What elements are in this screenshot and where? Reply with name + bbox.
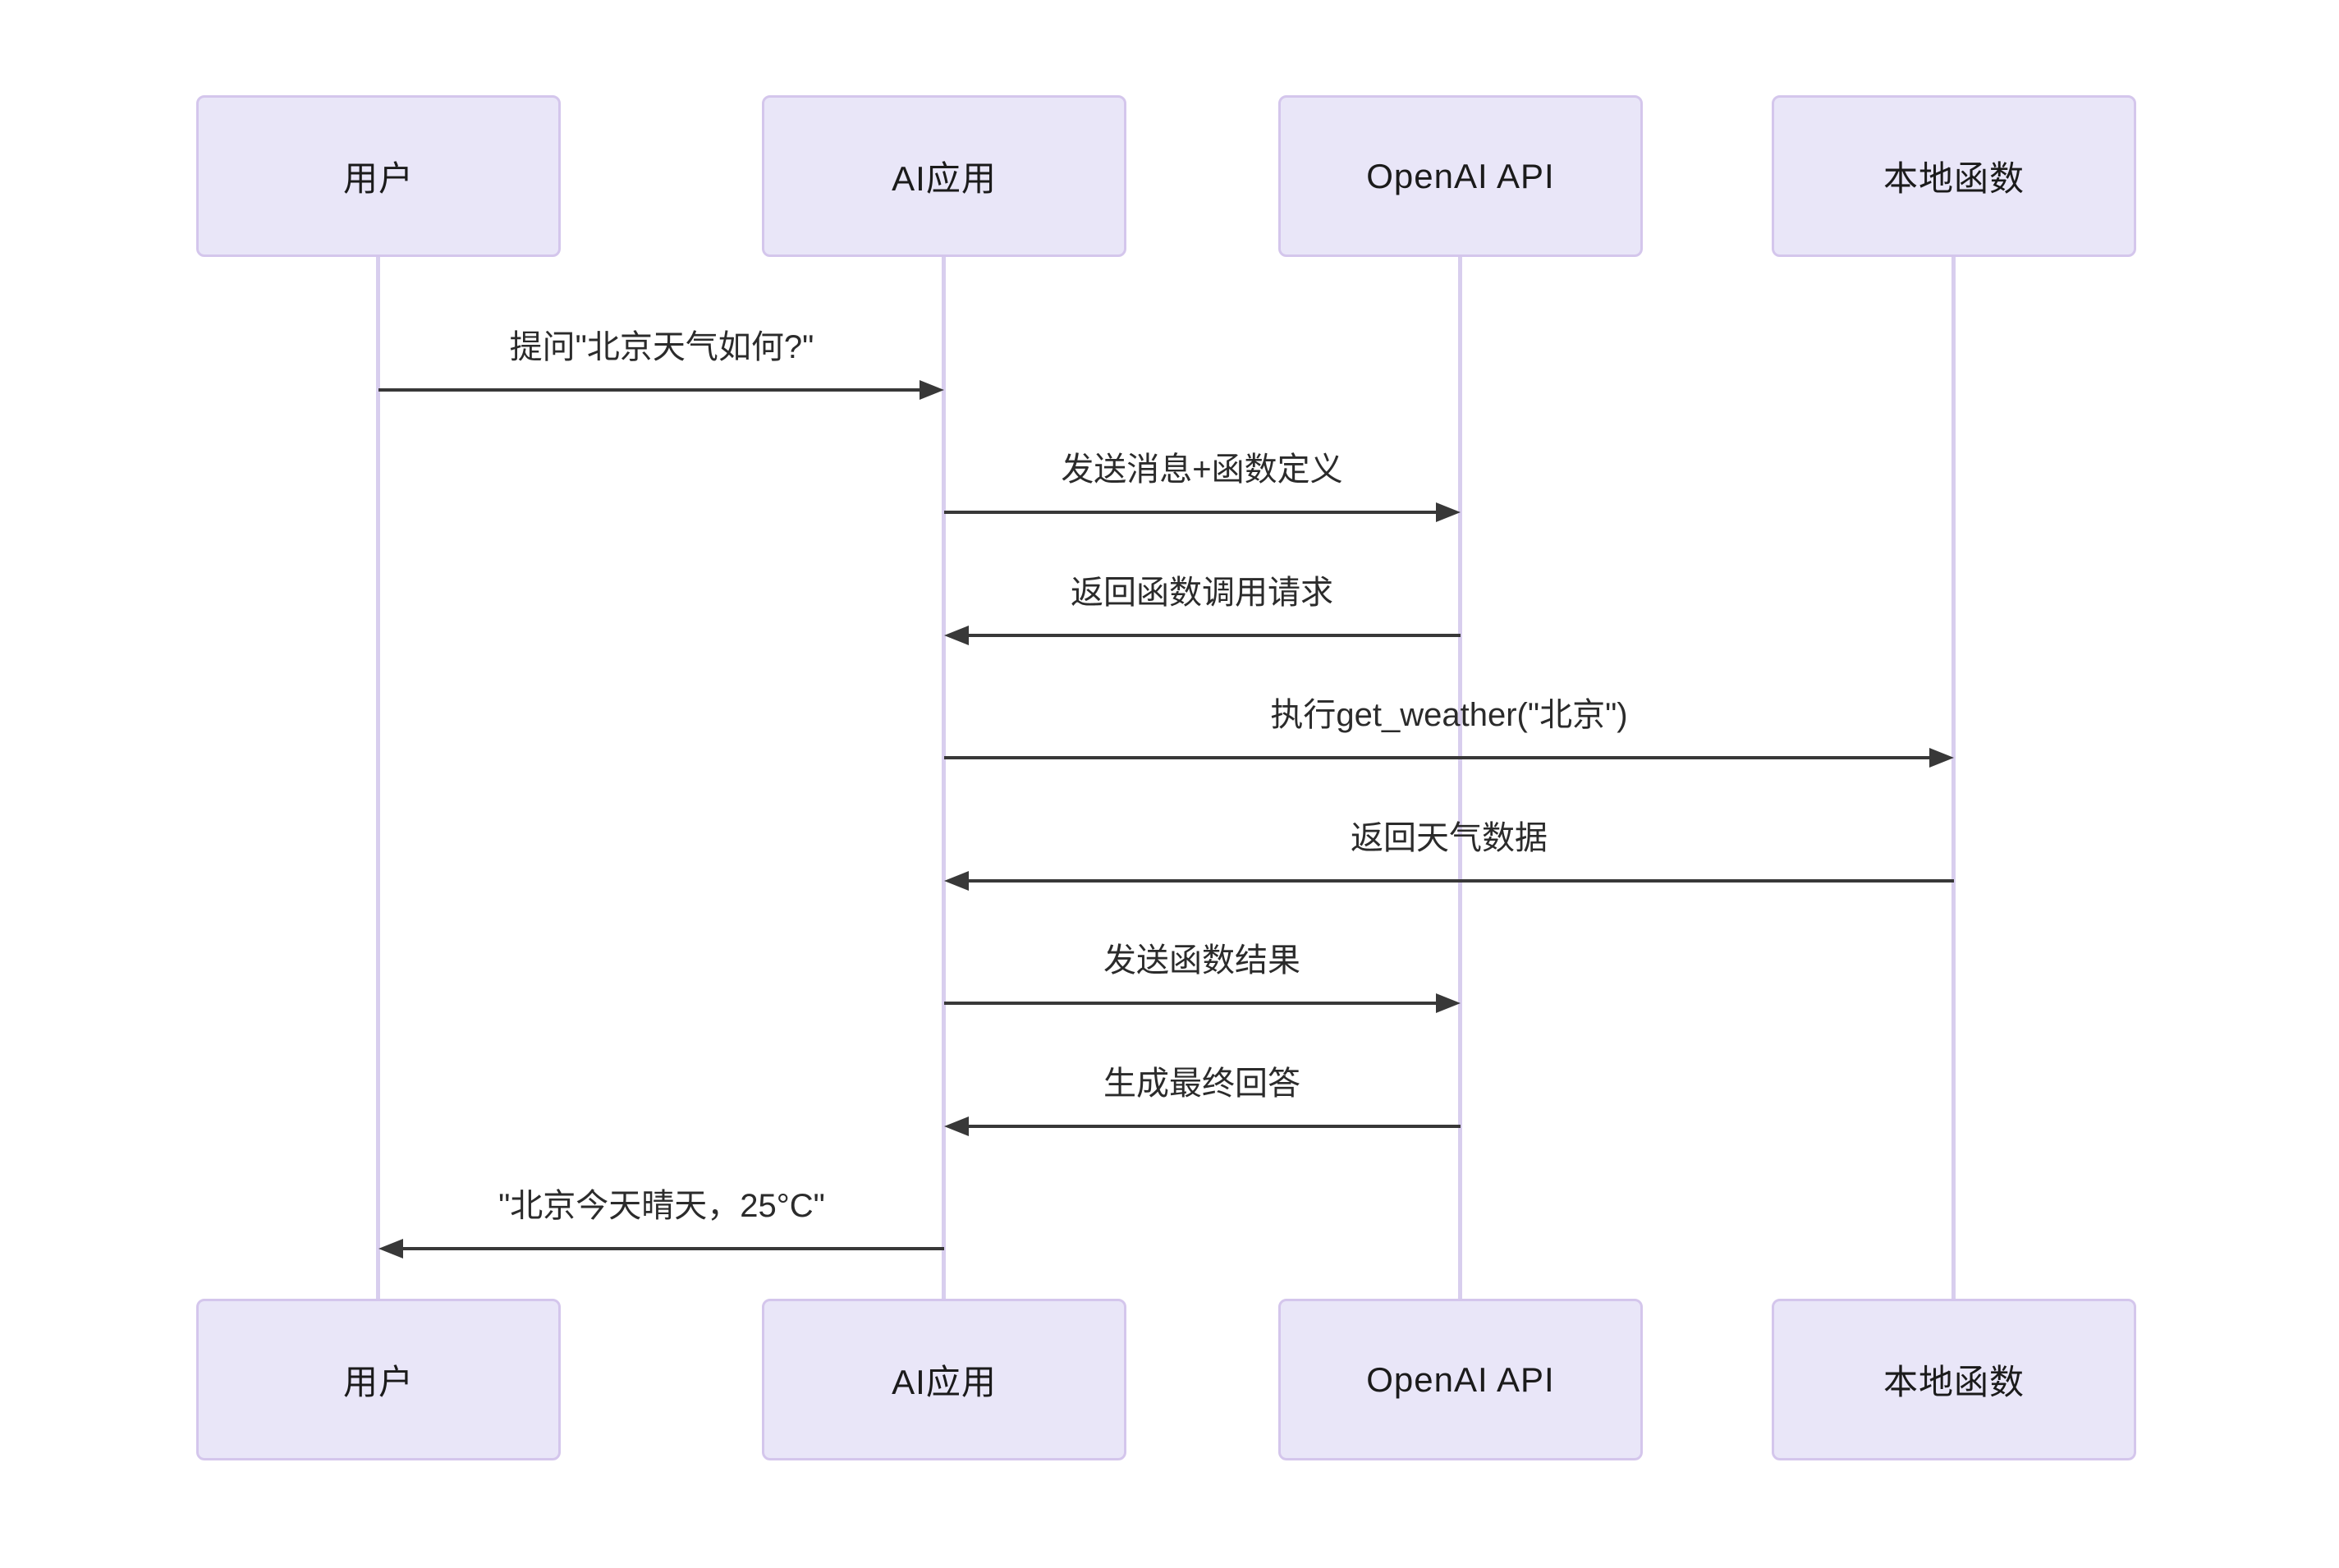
message-1-label: 提问"北京天气如何?" (509, 329, 814, 365)
arrowhead-left-icon (944, 626, 969, 645)
actor-label: 用户 (342, 1363, 414, 1401)
actor-label: AI应用 (892, 1363, 997, 1401)
arrow-line (944, 511, 1439, 514)
arrowhead-right-icon (1436, 502, 1461, 522)
message-6-label: 发送函数结果 (1103, 942, 1300, 979)
actor-label: OpenAI API (1366, 156, 1555, 195)
arrowhead-right-icon (920, 380, 944, 400)
arrow-line (965, 634, 1461, 637)
arrow-line (965, 879, 1954, 883)
arrow-line (944, 1002, 1439, 1005)
message-5-label: 返回天气数据 (1351, 820, 1548, 856)
actor-bottom-ai-app: AI应用 (762, 1299, 1126, 1460)
message-4-arrow (944, 748, 1954, 768)
actor-top-ai-app: AI应用 (762, 95, 1126, 257)
message-2-arrow (944, 502, 1461, 522)
arrowhead-right-icon (1436, 993, 1461, 1013)
actor-label: 本地函数 (1883, 159, 2025, 198)
message-7-label: 生成最终回答 (1103, 1066, 1300, 1102)
message-8-label: "北京今天晴天，25°C" (498, 1188, 825, 1224)
lifeline-ai-app (942, 257, 946, 1299)
message-3-arrow (944, 626, 1461, 645)
message-1-arrow (378, 380, 944, 400)
message-7-arrow (944, 1116, 1461, 1136)
lifeline-openai-api (1458, 257, 1462, 1299)
actor-label: 本地函数 (1883, 1363, 2025, 1401)
actor-label: 用户 (342, 159, 414, 198)
actor-label: OpenAI API (1366, 1359, 1555, 1399)
arrow-line (965, 1125, 1461, 1128)
actor-top-local-function: 本地函数 (1772, 95, 2136, 257)
lifeline-local-function (1951, 257, 1956, 1299)
actor-top-user: 用户 (196, 95, 561, 257)
arrow-line (944, 756, 1933, 759)
arrowhead-right-icon (1929, 748, 1954, 768)
arrow-line (378, 388, 923, 392)
actor-bottom-user: 用户 (196, 1299, 561, 1460)
actor-top-openai-api: OpenAI API (1278, 95, 1643, 257)
message-6-arrow (944, 993, 1461, 1013)
message-5-arrow (944, 871, 1954, 891)
actor-label: AI应用 (892, 159, 997, 198)
message-4-label: 执行get_weather("北京") (1270, 697, 1628, 733)
message-8-arrow (378, 1239, 944, 1259)
actor-bottom-openai-api: OpenAI API (1278, 1299, 1643, 1460)
arrowhead-left-icon (378, 1239, 403, 1259)
arrowhead-left-icon (944, 1116, 969, 1136)
actor-bottom-local-function: 本地函数 (1772, 1299, 2136, 1460)
message-2-label: 发送消息+函数定义 (1061, 452, 1343, 488)
arrow-line (400, 1247, 944, 1250)
lifeline-user (376, 257, 380, 1299)
message-3-label: 返回函数调用请求 (1071, 575, 1333, 611)
arrowhead-left-icon (944, 871, 969, 891)
